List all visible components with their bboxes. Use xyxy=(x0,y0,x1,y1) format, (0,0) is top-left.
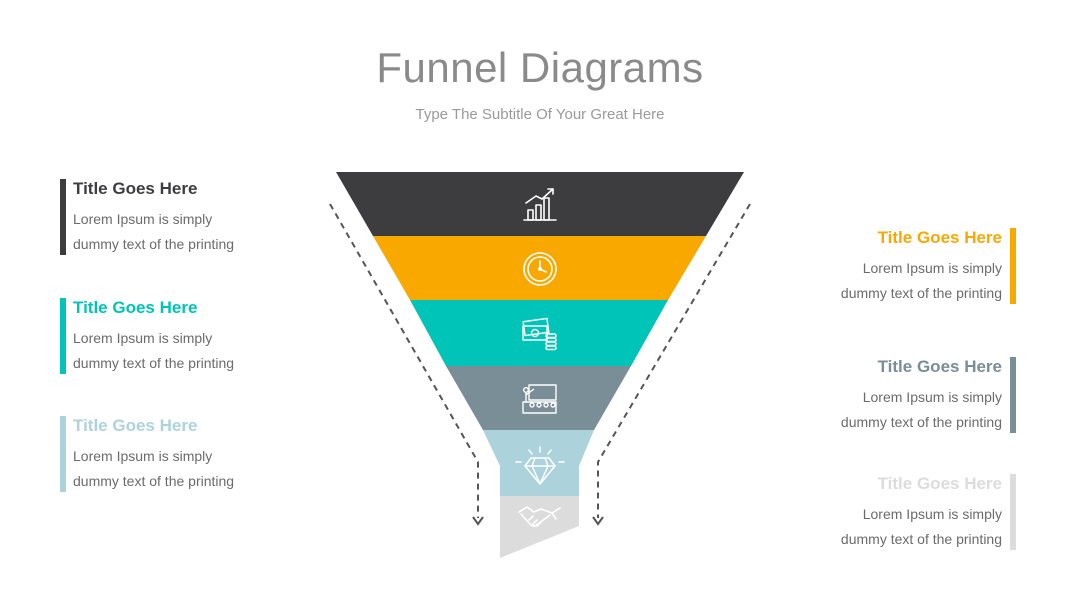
left-arrowhead xyxy=(472,516,484,526)
item-title: Title Goes Here xyxy=(73,179,198,198)
accent-bar xyxy=(60,179,66,255)
item-line-1: Lorem Ipsum is simply xyxy=(73,330,213,346)
funnel-level-1 xyxy=(336,172,744,236)
accent-bar xyxy=(60,416,66,492)
accent-bar xyxy=(1010,228,1016,304)
funnel-level-6 xyxy=(500,496,579,558)
item-line-2: dummy text of the printing xyxy=(73,355,235,371)
left-item-2: Title Goes Here Lorem Ipsum is simply du… xyxy=(60,298,263,376)
item-line-2: dummy text of the printing xyxy=(840,285,1002,301)
item-line-2: dummy text of the printing xyxy=(73,236,235,252)
item-line-1: Lorem Ipsum is simply xyxy=(73,211,213,227)
item-description: Lorem Ipsum is simply dummy text of the … xyxy=(812,385,1002,435)
item-title: Title Goes Here xyxy=(877,357,1002,376)
right-item-1: Title Goes Here Lorem Ipsum is simply du… xyxy=(812,228,1016,306)
left-item-3: Title Goes Here Lorem Ipsum is simply du… xyxy=(60,416,263,494)
item-title: Title Goes Here xyxy=(877,474,1002,493)
item-line-1: Lorem Ipsum is simply xyxy=(862,506,1002,522)
funnel-level-4 xyxy=(446,366,631,430)
accent-bar xyxy=(1010,474,1016,550)
item-description: Lorem Ipsum is simply dummy text of the … xyxy=(73,326,263,376)
page-subtitle: Type The Subtitle Of Your Great Here xyxy=(415,106,665,123)
accent-bar xyxy=(1010,357,1016,433)
item-description: Lorem Ipsum is simply dummy text of the … xyxy=(73,444,263,494)
item-title: Title Goes Here xyxy=(73,416,198,435)
item-description: Lorem Ipsum is simply dummy text of the … xyxy=(812,256,1002,306)
growth-chart-icon xyxy=(523,188,557,221)
item-line-1: Lorem Ipsum is simply xyxy=(862,260,1002,276)
item-line-1: Lorem Ipsum is simply xyxy=(862,389,1002,405)
item-description: Lorem Ipsum is simply dummy text of the … xyxy=(73,207,263,257)
right-item-3: Title Goes Here Lorem Ipsum is simply du… xyxy=(812,474,1016,552)
funnel-level-5 xyxy=(483,430,594,496)
item-title: Title Goes Here xyxy=(877,228,1002,247)
item-line-2: dummy text of the printing xyxy=(840,531,1002,547)
right-dashed-guide xyxy=(597,203,751,518)
handshake-icon xyxy=(518,506,561,527)
right-arrowhead xyxy=(592,516,604,526)
item-title: Title Goes Here xyxy=(73,298,198,317)
left-dashed-guide xyxy=(329,203,479,518)
item-line-1: Lorem Ipsum is simply xyxy=(73,448,213,464)
page-title: Funnel Diagrams xyxy=(376,44,704,91)
money-icon xyxy=(522,317,557,351)
accent-bar xyxy=(60,298,66,374)
item-line-2: dummy text of the printing xyxy=(73,473,235,489)
item-line-2: dummy text of the printing xyxy=(840,414,1002,430)
diamond-icon xyxy=(515,446,565,485)
presentation-icon xyxy=(522,384,557,414)
left-item-1: Title Goes Here Lorem Ipsum is simply du… xyxy=(60,179,263,257)
item-description: Lorem Ipsum is simply dummy text of the … xyxy=(812,502,1002,552)
right-item-2: Title Goes Here Lorem Ipsum is simply du… xyxy=(812,357,1016,435)
clock-icon xyxy=(523,252,557,286)
